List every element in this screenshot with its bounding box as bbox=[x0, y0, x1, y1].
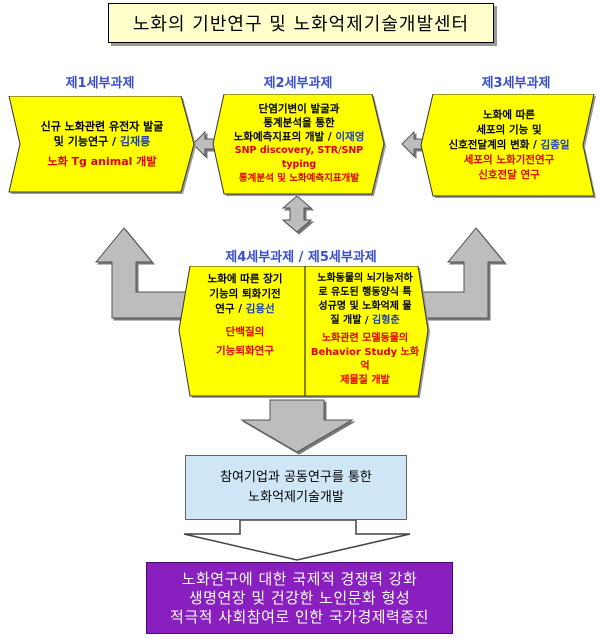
cooperation-box: 참여기업과 공동연구를 통한 노화억제기술개발 bbox=[185, 455, 407, 520]
project2-box: 단염기변이 발굴과 통계분석을 통한 노화예측지표의 개발 / 이재영 SNP … bbox=[212, 94, 386, 196]
goal-line1: 노화연구에 대한 국제적 경쟁력 강화 bbox=[181, 569, 418, 588]
project5-sub3: 제물질 개발 bbox=[340, 375, 390, 386]
project1-box: 신규 노화관련 유전자 발굴 및 기능연구 / 김재룡 노화 Tg animal… bbox=[8, 96, 196, 196]
project3-heading: 제3세부과제 bbox=[481, 76, 551, 91]
arrow-3-to-45 bbox=[409, 227, 506, 319]
project3-line1: 노화에 따른 bbox=[483, 108, 535, 121]
project1-line2: 및 기능연구 / bbox=[53, 135, 117, 148]
project4-line3: 연구 / bbox=[215, 303, 243, 315]
project4-sub2: 기능퇴화연구 bbox=[216, 345, 274, 357]
project45-heading: 제4세부과제 / 제5세부과제 bbox=[225, 250, 377, 265]
project2-line3-row: 노화예측지표의 개발 / 이재영 bbox=[234, 130, 365, 144]
project4-researcher: 김용선 bbox=[245, 303, 275, 315]
arrow-coop-to-goal bbox=[183, 519, 411, 561]
project5-line2: 로 유도된 행동양식 특 bbox=[318, 287, 412, 298]
arrow-2-45 bbox=[281, 195, 313, 233]
project4-sub1: 단백질의 bbox=[225, 326, 265, 338]
project5-line3: 성규명 및 노화억제 물 bbox=[318, 301, 412, 312]
project2-line1: 단염기변이 발굴과 bbox=[258, 103, 340, 115]
project5-sub2: Behavior Study 노화억 bbox=[310, 347, 420, 372]
project1-line1: 신규 노화관련 유전자 발굴 bbox=[40, 120, 164, 133]
project2-sub2: 통계분석 및 노화예측지표개발 bbox=[238, 173, 360, 184]
cooperation-line1: 참여기업과 공동연구를 통한 bbox=[220, 469, 372, 485]
project1-researcher: 김재룡 bbox=[119, 135, 151, 148]
project4-line1: 노화에 따른 장기 bbox=[207, 273, 283, 285]
project45-box: 노화에 따른 장기 기능의 퇴화기전 연구 / 김용선 단백질의 기능퇴화연구 … bbox=[178, 266, 430, 398]
goal-line2: 생명연장 및 건강한 노인문화 형성 bbox=[188, 588, 411, 607]
project2-sub1: SNP discovery, STR/SNP typing bbox=[234, 145, 364, 170]
project2-line3: 노화예측지표의 개발 / bbox=[233, 131, 332, 143]
project1-hexagon bbox=[8, 96, 196, 194]
project5-line1: 노화동물의 뇌기능저하 bbox=[317, 273, 413, 284]
project3-box: 노화에 따른 세포의 기능 및 신호전달계의 변화 / 김종일 세포의 노화기전… bbox=[420, 94, 596, 198]
project2-researcher: 이재영 bbox=[335, 131, 365, 143]
arrow-45-to-1 bbox=[94, 227, 191, 319]
project45-hexagon bbox=[178, 266, 430, 398]
project5-line4-row: 질 개발 / 김형춘 bbox=[330, 314, 399, 328]
project3-line2: 세포의 기능 및 bbox=[476, 123, 542, 136]
center-title: 노화의 기반연구 및 노화억제기술개발센터 bbox=[108, 3, 494, 43]
project1-line2-row: 및 기능연구 / 김재룡 bbox=[54, 134, 151, 149]
project4-line3-row: 연구 / 김용선 bbox=[215, 302, 274, 317]
project5-line4: 질 개발 / bbox=[330, 315, 369, 326]
project1-sub: 노화 Tg animal 개발 bbox=[47, 155, 157, 168]
project2-heading: 제2세부과제 bbox=[263, 76, 333, 91]
project3-sub1: 세포의 노화기전연구 bbox=[463, 153, 555, 166]
project3-researcher: 김종일 bbox=[540, 138, 570, 151]
cooperation-line2: 노화억제기술개발 bbox=[248, 489, 344, 505]
project4-line2: 기능의 퇴화기전 bbox=[209, 288, 281, 300]
project5-sub1: 노화관련 모델동물의 bbox=[321, 333, 409, 344]
project3-hexagon bbox=[420, 94, 596, 198]
project2-hexagon bbox=[212, 94, 386, 196]
project3-line3: 신호전달계의 변화 / bbox=[448, 138, 537, 151]
goal-line3: 적극적 사회참여로 인한 국가경제력증진 bbox=[170, 607, 429, 626]
project3-line3-row: 신호전달계의 변화 / 김종일 bbox=[448, 138, 569, 153]
goal-box: 노화연구에 대한 국제적 경쟁력 강화 생명연장 및 건강한 노인문화 형성 적… bbox=[146, 562, 453, 634]
project2-line2: 통계분석을 통한 bbox=[263, 117, 335, 129]
project3-sub2: 신호전달 연구 bbox=[478, 168, 540, 181]
project1-heading: 제1세부과제 bbox=[65, 76, 135, 91]
project5-researcher: 김형춘 bbox=[372, 315, 400, 326]
arrow-45-to-coop bbox=[240, 399, 354, 453]
